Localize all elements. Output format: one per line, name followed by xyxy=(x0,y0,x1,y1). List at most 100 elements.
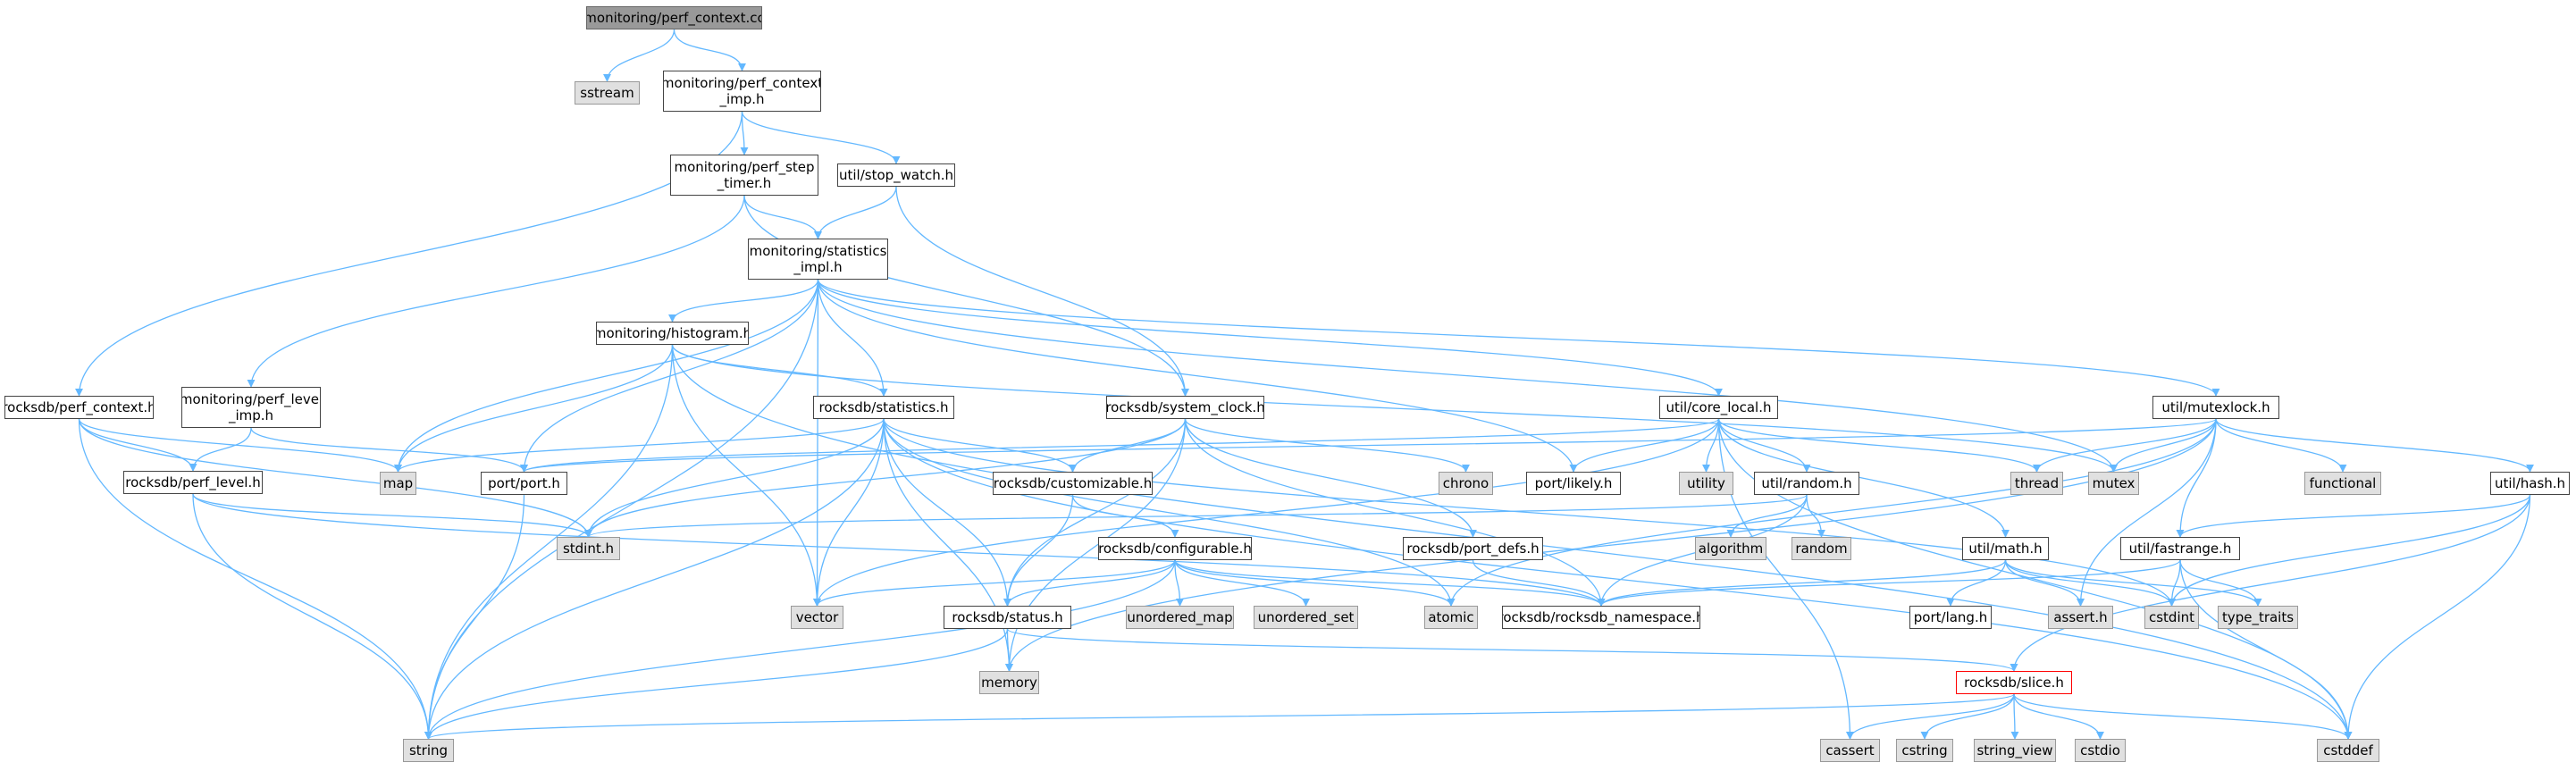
edge-system-clock-to-rocksdb-namespace xyxy=(1184,418,1606,607)
edge-util-math-to-port-lang xyxy=(1946,559,2007,607)
edge-stop-watch-to-system-clock xyxy=(895,186,1190,397)
edge-rocksdb-perf-context-to-string xyxy=(78,418,433,740)
edge-rocksdb-slice-to-string xyxy=(424,693,2015,740)
node-algorithm: algorithm xyxy=(1695,537,1766,560)
node-fastrange[interactable]: util/fastrange.h xyxy=(2120,537,2240,560)
node-rocksdb-slice[interactable]: rocksdb/slice.h xyxy=(1956,671,2072,694)
node-mutexlock[interactable]: util/mutexlock.h xyxy=(2152,396,2279,419)
edge-mutexlock-to-thread xyxy=(2033,418,2217,473)
edge-fastrange-to-cstddef xyxy=(2179,559,2353,740)
node-assert-h: assert.h xyxy=(2048,606,2113,629)
node-histogram[interactable]: monitoring/histogram.h xyxy=(596,322,749,345)
node-type-traits: type_traits xyxy=(2218,606,2298,629)
edge-configurable-to-rocksdb-status xyxy=(1003,559,1176,607)
edge-port-defs-to-rocksdb-namespace xyxy=(1472,559,1606,607)
node-port-port[interactable]: port/port.h xyxy=(481,472,567,495)
edge-statistics-impl-to-port-port xyxy=(519,279,819,473)
node-unordered-set: unordered_set xyxy=(1254,606,1358,629)
edge-util-hash-to-rocksdb-slice xyxy=(2010,494,2531,672)
edge-statistics-impl-to-map xyxy=(393,279,819,473)
edge-rocksdb-status-to-string xyxy=(424,628,1009,740)
node-perf-context-imp[interactable]: monitoring/perf_context _imp.h xyxy=(663,71,821,112)
node-rocksdb-perf-level[interactable]: rocksdb/perf_level.h xyxy=(123,471,263,494)
edge-system-clock-to-chrono xyxy=(1184,418,1470,473)
node-stdint: stdint.h xyxy=(557,537,620,560)
edge-perf-step-timer-to-perf-level-imp xyxy=(247,195,745,388)
edge-perf-level-imp-to-rocksdb-perf-level xyxy=(189,427,252,472)
node-port-defs[interactable]: rocksdb/port_defs.h xyxy=(1403,537,1543,560)
edge-core-local-to-util-math xyxy=(1717,418,2010,538)
edge-rocksdb-perf-level-to-stdint xyxy=(192,493,592,538)
edge-configurable-to-string xyxy=(424,559,1176,740)
edge-perf-context-cc-to-sstream xyxy=(602,29,675,82)
node-statistics-impl[interactable]: monitoring/statistics _impl.h xyxy=(748,239,888,280)
edge-rocksdb-slice-to-cassert xyxy=(1846,693,2015,740)
edge-fastrange-to-rocksdb-namespace xyxy=(1597,559,2181,607)
node-rocksdb-status[interactable]: rocksdb/status.h xyxy=(944,606,1071,629)
node-memory: memory xyxy=(979,671,1039,694)
edge-configurable-to-unordered-set xyxy=(1174,559,1311,607)
node-customizable[interactable]: rocksdb/customizable.h xyxy=(993,472,1153,495)
edge-rocksdb-slice-to-string-view xyxy=(2010,693,2019,740)
edge-histogram-to-string xyxy=(424,344,674,740)
edge-mutexlock-to-assert-h xyxy=(2076,418,2217,607)
node-mutex: mutex xyxy=(2088,472,2139,495)
node-port-lang[interactable]: port/lang.h xyxy=(1909,606,1992,629)
node-unordered-map: unordered_map xyxy=(1126,606,1234,629)
edge-util-hash-to-fastrange xyxy=(2176,494,2531,538)
edge-util-random-to-algorithm xyxy=(1726,494,1808,538)
edge-configurable-to-rocksdb-namespace xyxy=(1174,559,1606,607)
edge-mutexlock-to-port-port xyxy=(520,418,2217,473)
edge-rocksdb-statistics-to-map xyxy=(394,418,885,473)
edge-rocksdb-slice-to-cstdio xyxy=(2013,693,2105,740)
edge-rocksdb-statistics-to-cstdint xyxy=(883,418,2176,607)
edge-rocksdb-statistics-to-stdint xyxy=(583,418,885,538)
edge-perf-context-imp-to-rocksdb-perf-context xyxy=(74,111,743,397)
edge-rocksdb-status-to-rocksdb-slice xyxy=(1006,628,2018,672)
edge-system-clock-to-stdint xyxy=(584,418,1187,538)
edge-util-random-to-random xyxy=(1806,494,1826,538)
node-rocksdb-statistics[interactable]: rocksdb/statistics.h xyxy=(813,396,954,419)
edge-util-math-to-type-traits xyxy=(2004,559,2262,607)
node-util-math[interactable]: util/math.h xyxy=(1962,537,2049,560)
node-util-random[interactable]: util/random.h xyxy=(1754,472,1859,495)
edge-fastrange-to-cstdint xyxy=(2167,559,2181,607)
edge-rocksdb-perf-context-to-rocksdb-perf-level xyxy=(78,418,197,472)
edge-core-local-to-util-random xyxy=(1717,418,1811,473)
edge-perf-context-imp-to-perf-step-timer xyxy=(740,111,749,155)
node-core-local[interactable]: util/core_local.h xyxy=(1659,396,1778,419)
edge-rocksdb-perf-context-to-stdint xyxy=(78,418,592,538)
edge-mutexlock-to-mutex xyxy=(2109,418,2217,473)
edge-util-random-to-stdint xyxy=(584,494,1808,538)
node-perf-context-cc[interactable]: monitoring/perf_context.cc xyxy=(586,6,762,29)
edge-rocksdb-statistics-to-vector xyxy=(812,418,885,607)
node-thread: thread xyxy=(2010,472,2063,495)
edge-core-local-to-cassert xyxy=(1717,418,1855,740)
node-util-hash[interactable]: util/hash.h xyxy=(2490,472,2570,495)
node-stop-watch[interactable]: util/stop_watch.h xyxy=(837,163,955,187)
node-rocksdb-namespace[interactable]: rocksdb/rocksdb_namespace.h xyxy=(1502,606,1700,629)
node-configurable[interactable]: rocksdb/configurable.h xyxy=(1098,537,1252,560)
node-cstdint: cstdint xyxy=(2144,606,2199,629)
node-vector: vector xyxy=(791,606,843,629)
node-system-clock[interactable]: rocksdb/system_clock.h xyxy=(1106,396,1264,419)
node-perf-step-timer[interactable]: monitoring/perf_step _timer.h xyxy=(670,155,818,196)
edge-mutexlock-to-functional xyxy=(2215,418,2347,473)
node-port-likely[interactable]: port/likely.h xyxy=(1526,472,1621,495)
edge-rocksdb-statistics-to-cstddef xyxy=(883,418,2353,740)
edge-util-hash-to-cstdint xyxy=(2168,494,2531,607)
edge-util-math-to-assert-h xyxy=(2004,559,2085,607)
edge-customizable-to-configurable xyxy=(1071,494,1179,538)
edge-customizable-to-rocksdb-status xyxy=(1003,494,1074,607)
edge-histogram-to-map xyxy=(393,344,674,473)
edge-core-local-to-thread xyxy=(1717,418,2041,473)
node-utility: utility xyxy=(1679,472,1733,495)
edge-util-math-to-rocksdb-namespace xyxy=(1597,559,2007,607)
node-perf-level-imp[interactable]: monitoring/perf_level _imp.h xyxy=(181,387,321,428)
edge-core-local-to-port-likely xyxy=(1569,418,1720,473)
node-chrono: chrono xyxy=(1439,472,1493,495)
edge-util-hash-to-cstddef xyxy=(2344,494,2531,740)
edge-rocksdb-statistics-to-atomic xyxy=(883,418,1456,607)
node-rocksdb-perf-context[interactable]: rocksdb/perf_context.h xyxy=(4,396,154,419)
